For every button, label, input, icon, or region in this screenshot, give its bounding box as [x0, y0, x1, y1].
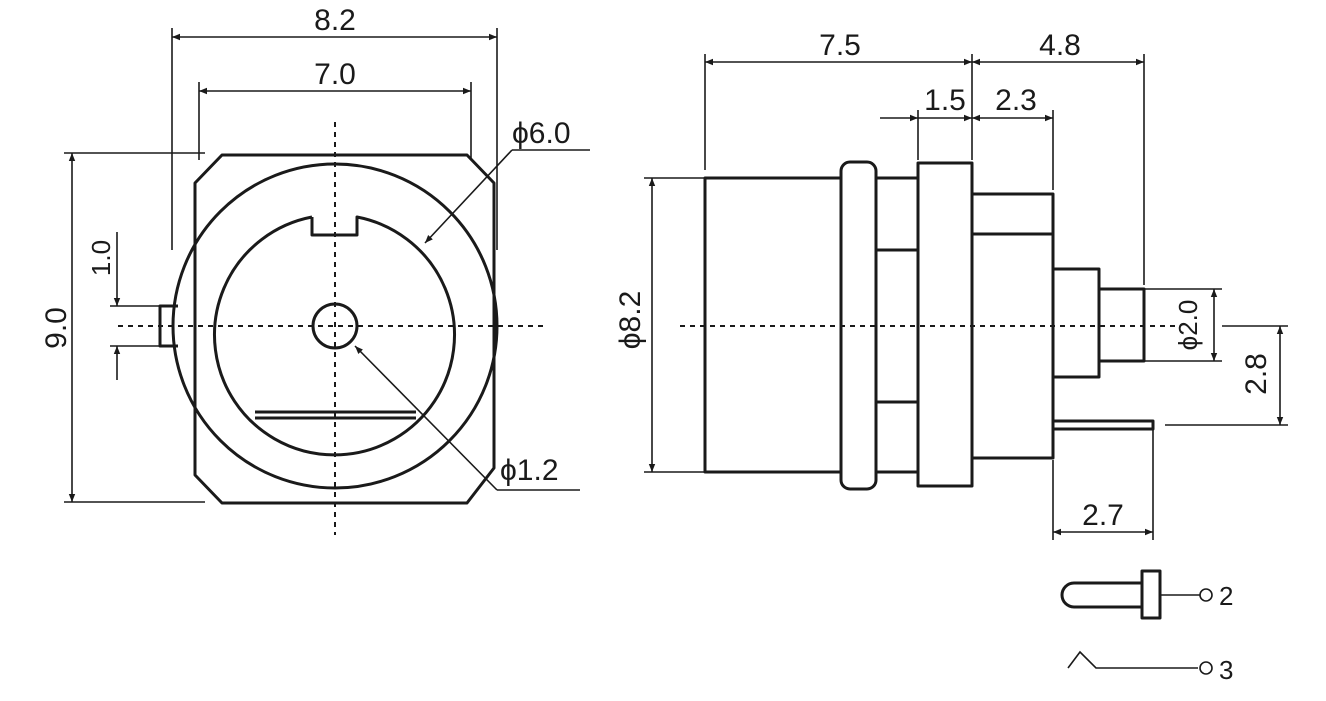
- center-pin: [311, 302, 359, 350]
- dim-label-bore-diameter: ϕ6.0: [512, 117, 571, 150]
- side-view: 7.5 4.8 1.5 2.3 ϕ8.2 ϕ2.0 2.8 2.7: [614, 29, 1288, 540]
- dim-label-pin-side-diameter: ϕ2.0: [1173, 300, 1203, 351]
- pin-3-label: 3: [1219, 655, 1233, 685]
- dim-label-key-width: 1.0: [86, 240, 116, 276]
- dim-label-pin-offset: 2.8: [1240, 353, 1273, 395]
- dim-label-body-length: 7.5: [819, 29, 861, 62]
- barrel-body: [703, 176, 841, 474]
- neck-top: [876, 176, 920, 252]
- dim-label-terminal-length: 2.7: [1082, 499, 1124, 532]
- dim-label-inner-width: 7.0: [314, 58, 356, 91]
- inner-bore: [213, 215, 456, 457]
- spring-contact-symbol: [1067, 650, 1198, 669]
- pin-symbol-collar: [1140, 569, 1162, 620]
- dim-label-flange: 1.5: [924, 84, 966, 117]
- pin-2-terminal: [1199, 588, 1213, 602]
- dim-label-rear-step: 2.3: [995, 84, 1037, 117]
- dim-label-pin-diameter: ϕ1.2: [500, 454, 559, 487]
- neck-bottom: [876, 400, 920, 474]
- front-housing-outline: [193, 153, 496, 505]
- dim-label-outer-width: 8.2: [314, 4, 356, 37]
- rear-plate: [916, 161, 974, 488]
- flange-ring: [839, 160, 878, 491]
- pin-symbol: [1060, 581, 1142, 609]
- side-key-tab: [158, 304, 178, 348]
- outer-ring: [171, 162, 499, 490]
- dim-label-rear-length: 4.8: [1039, 29, 1081, 62]
- dim-label-height: 9.0: [40, 307, 73, 349]
- front-view: 8.2 7.0 9.0 1.0 ϕ6.0 ϕ1.2: [40, 4, 590, 535]
- center-pin-side: [1097, 287, 1146, 363]
- leader-12: [354, 345, 498, 491]
- pin-2-label: 2: [1219, 581, 1233, 611]
- leader-60: [424, 149, 513, 244]
- pin-boss: [1051, 267, 1101, 379]
- pin-3-terminal: [1199, 661, 1213, 675]
- schematic-legend: 2 3: [1060, 569, 1233, 685]
- terminal-lead: [1053, 419, 1155, 431]
- dim-label-body-diameter: ϕ8.2: [614, 291, 647, 350]
